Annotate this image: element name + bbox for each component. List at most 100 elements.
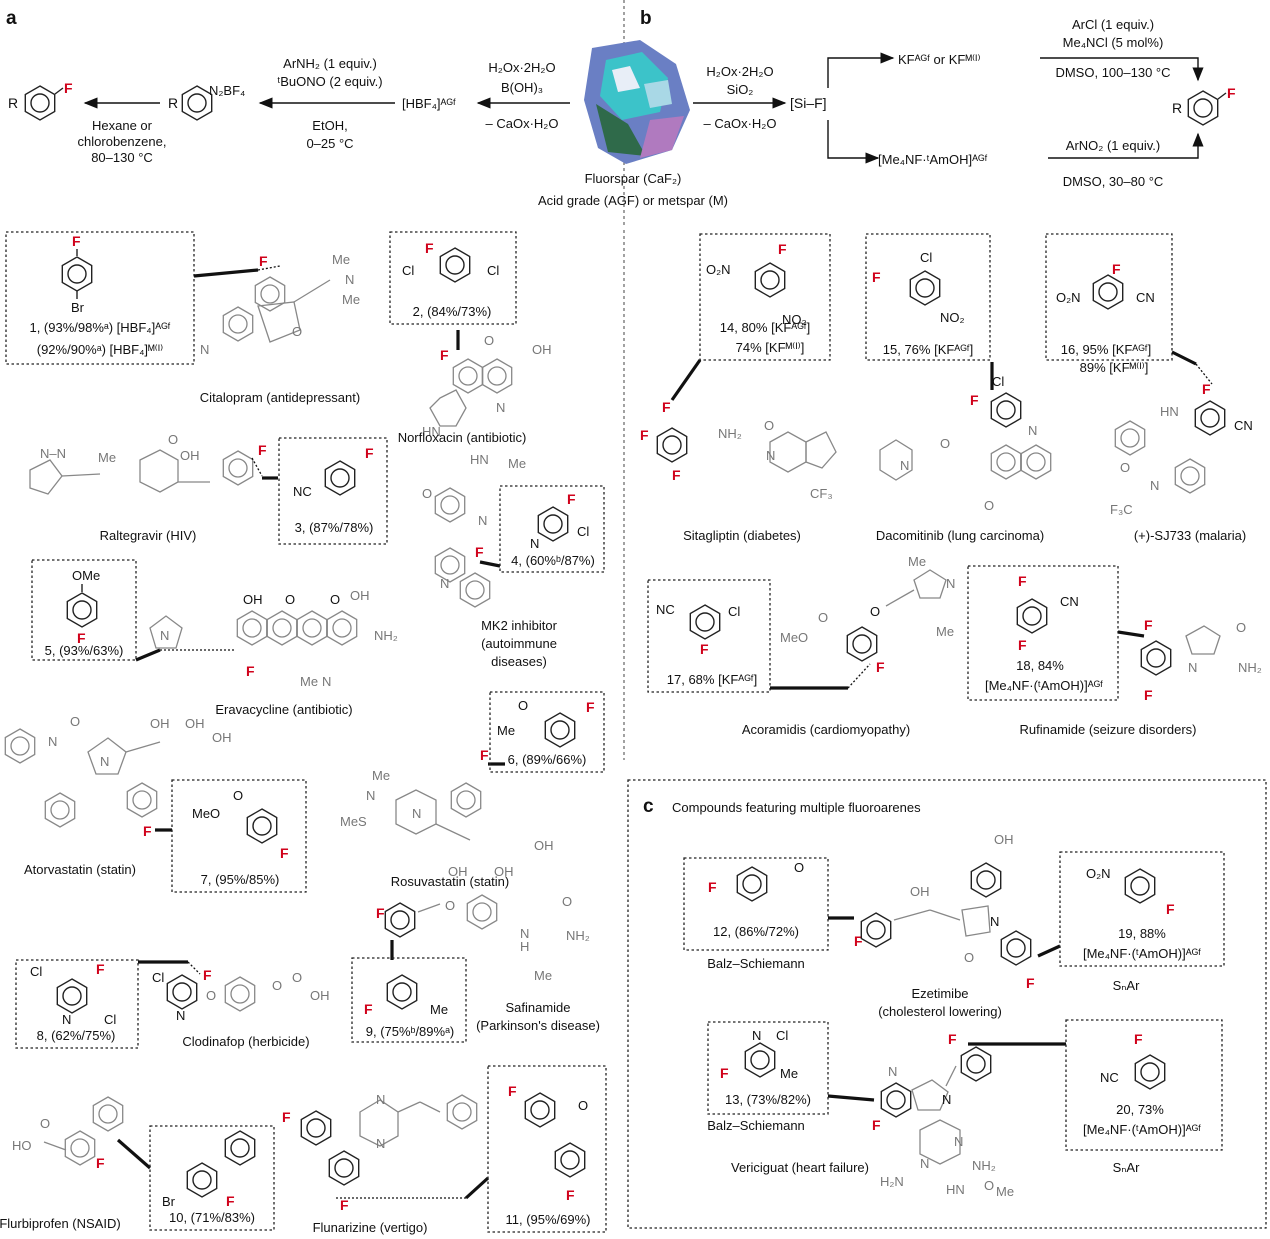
svg-text:O: O bbox=[764, 418, 774, 433]
svg-text:OH: OH bbox=[212, 730, 232, 745]
svg-text:F: F bbox=[872, 1117, 881, 1133]
label-raltegravir: Raltegravir (HIV) bbox=[100, 528, 197, 543]
arrow-to-me4nf bbox=[827, 120, 880, 164]
compound-16-box bbox=[1045, 233, 1173, 361]
acoramidis-structure: MeO O O Me N Me F bbox=[780, 554, 955, 675]
scheme-a-cond-2-line1: Hexane or bbox=[92, 118, 153, 133]
svg-text:O: O bbox=[940, 436, 950, 451]
scheme-a-cond-1-line3: EtOH, bbox=[312, 118, 347, 133]
compound-5-box bbox=[31, 559, 137, 661]
svg-text:N: N bbox=[376, 1092, 385, 1107]
svg-text:HN: HN bbox=[1160, 404, 1179, 419]
svg-text:F: F bbox=[258, 442, 267, 458]
compound-12-label: 12, (86%/72%) bbox=[713, 924, 799, 939]
svg-text:N: N bbox=[440, 576, 449, 591]
label-dacomitinib: Dacomitinib (lung carcinoma) bbox=[876, 528, 1044, 543]
svg-text:HN: HN bbox=[422, 424, 441, 439]
fluorspar-label: Fluorspar (CaF₂) bbox=[585, 171, 682, 186]
raltegravir-structure: N–N Me O OH bbox=[29, 432, 254, 495]
svg-text:O: O bbox=[518, 698, 528, 713]
svg-text:F: F bbox=[567, 491, 576, 507]
svg-text:NH₂: NH₂ bbox=[718, 426, 742, 441]
svg-text:N: N bbox=[1028, 423, 1037, 438]
vericiguat-structure: F N N F N N H₂N NH₂ HN O Me bbox=[872, 1031, 1014, 1199]
label-atorvastatin: Atorvastatin (statin) bbox=[24, 862, 136, 877]
compound-5-structure: OMe F bbox=[66, 568, 100, 646]
svg-text:O: O bbox=[206, 988, 216, 1003]
svg-text:O: O bbox=[870, 604, 880, 619]
label-mk2-1: MK2 inhibitor bbox=[481, 618, 558, 633]
svg-text:Cl: Cl bbox=[104, 1012, 116, 1027]
svg-text:Cl: Cl bbox=[577, 524, 589, 539]
svg-text:OH: OH bbox=[150, 716, 170, 731]
compound-17-box bbox=[647, 579, 771, 693]
svg-text:H: H bbox=[520, 939, 529, 954]
scheme-a-cond-2-line3: 80–130 °C bbox=[91, 150, 153, 165]
svg-text:R: R bbox=[1172, 100, 1182, 116]
fluorspar-image bbox=[584, 40, 690, 164]
svg-text:O: O bbox=[70, 714, 80, 729]
panel-label-a: a bbox=[6, 8, 17, 29]
label-sitagliptin: Sitagliptin (diabetes) bbox=[683, 528, 801, 543]
svg-text:F: F bbox=[203, 967, 212, 983]
compound-5-yield: 5, (93%/63%) bbox=[45, 643, 124, 658]
svg-text:H₂N: H₂N bbox=[880, 1174, 904, 1189]
svg-text:N: N bbox=[322, 674, 331, 689]
svg-text:Cl: Cl bbox=[992, 374, 1004, 389]
svg-text:OH: OH bbox=[448, 864, 468, 879]
svg-text:N: N bbox=[954, 1134, 963, 1149]
svg-text:N: N bbox=[1150, 478, 1159, 493]
me4nf-reagent: [Me₄NF·ᵗAmOH]ᴬᴳᶠ bbox=[878, 152, 987, 167]
svg-text:NO₂: NO₂ bbox=[782, 312, 807, 327]
label-sj733: (+)-SJ733 (malaria) bbox=[1134, 528, 1246, 543]
link-mk2-4 bbox=[479, 560, 501, 568]
svg-text:O: O bbox=[422, 486, 432, 501]
snar-label-1: SₙAr bbox=[1113, 978, 1141, 993]
svg-text:F: F bbox=[425, 240, 434, 256]
label-rufinamide: Rufinamide (seizure disorders) bbox=[1019, 722, 1196, 737]
compound-10-box bbox=[149, 1125, 275, 1231]
svg-text:NH₂: NH₂ bbox=[374, 628, 398, 643]
svg-text:F: F bbox=[1227, 85, 1236, 101]
svg-text:F: F bbox=[566, 1187, 575, 1203]
compound-11-box bbox=[487, 1065, 607, 1233]
svg-text:CN: CN bbox=[1136, 290, 1155, 305]
compound-15-yield: 15, 76% [KFᴬᴳᶠ] bbox=[883, 342, 973, 357]
svg-text:N: N bbox=[62, 1012, 71, 1027]
compound-7-structure: MeO O F bbox=[192, 788, 289, 861]
svg-text:Me: Me bbox=[332, 252, 350, 267]
svg-text:Me: Me bbox=[342, 292, 360, 307]
rufinamide-structure: F F N O NH₂ bbox=[1140, 617, 1262, 703]
svg-text:OH: OH bbox=[534, 838, 554, 853]
svg-text:F: F bbox=[226, 1193, 235, 1209]
svg-text:Me: Me bbox=[996, 1184, 1014, 1199]
arrow-snar bbox=[1048, 132, 1204, 159]
compound-1-structure: F Br bbox=[61, 233, 93, 315]
compound-2-structure: F Cl Cl bbox=[402, 240, 499, 283]
svg-text:F: F bbox=[720, 1065, 729, 1081]
fluorspar-grade: Acid grade (AGF) or metspar (M) bbox=[538, 193, 728, 208]
compound-4-structure: F N Cl bbox=[530, 491, 589, 551]
svg-text:Cl: Cl bbox=[920, 250, 932, 265]
svg-text:O₂N: O₂N bbox=[706, 262, 731, 277]
compound-19-box bbox=[1059, 851, 1225, 967]
svg-text:N: N bbox=[200, 342, 209, 357]
svg-text:Me: Me bbox=[497, 723, 515, 738]
compound-11-yield: 11, (95%/69%) bbox=[505, 1212, 590, 1227]
svg-text:N: N bbox=[990, 914, 999, 929]
compound-6-yield: 6, (89%/66%) bbox=[508, 752, 587, 767]
svg-text:O: O bbox=[578, 1098, 588, 1113]
label-citalopram: Citalopram (antidepressant) bbox=[200, 390, 360, 405]
svg-text:F: F bbox=[778, 241, 787, 257]
scheme-b-cond-0-line3: – CaOx·H₂O bbox=[704, 116, 777, 131]
svg-text:N: N bbox=[946, 576, 955, 591]
svg-text:Me: Me bbox=[780, 1066, 798, 1081]
compound-14-yield-1: 14, 80% [KFᴬᴳᶠ] bbox=[720, 320, 810, 335]
svg-text:R: R bbox=[8, 95, 18, 111]
svg-text:OH: OH bbox=[243, 592, 263, 607]
compound-10-yield: 10, (71%/83%) bbox=[169, 1210, 255, 1225]
compound-13-label: 13, (73%/82%) bbox=[725, 1092, 811, 1107]
svg-text:Cl: Cl bbox=[487, 263, 499, 278]
svg-text:F: F bbox=[364, 1001, 373, 1017]
svg-text:F: F bbox=[1112, 261, 1121, 277]
